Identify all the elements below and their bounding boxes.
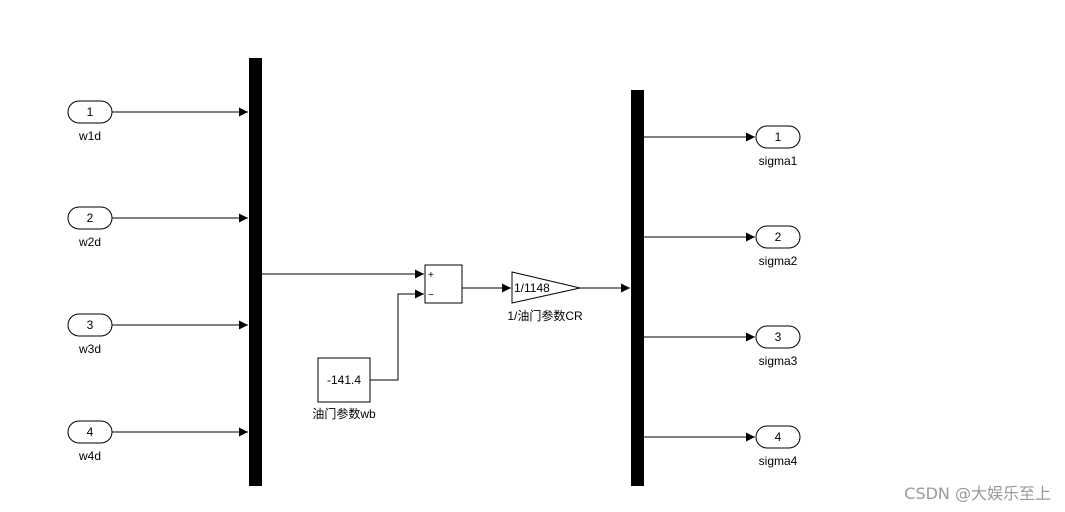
inport-4[interactable]: 4: [67, 420, 113, 444]
constant-label: 油门参数wb: [312, 406, 376, 421]
outport-4[interactable]: 4: [755, 425, 801, 449]
mux-block[interactable]: [249, 58, 262, 486]
constant-value: -141.4: [327, 373, 361, 387]
sum-plus-sign: +: [428, 270, 434, 281]
inport-1-label: w1d: [78, 129, 101, 143]
outport-1-number: 1: [775, 130, 782, 144]
demux-block[interactable]: [631, 90, 644, 486]
sum-minus-sign: −: [428, 290, 434, 301]
gain-block[interactable]: 1/1148: [511, 271, 581, 304]
outport-4-label: sigma4: [759, 454, 798, 468]
signal-line-const-to-sum[interactable]: [370, 289, 424, 381]
inport-4-number: 4: [87, 425, 94, 439]
outport-2-number: 2: [775, 230, 782, 244]
outport-4-number: 4: [775, 430, 782, 444]
watermark: CSDN @大娱乐至上: [904, 484, 1051, 503]
outport-1[interactable]: 1: [755, 125, 801, 149]
outport-1-label: sigma1: [759, 154, 798, 168]
outport-2[interactable]: 2: [755, 225, 801, 249]
outport-3[interactable]: 3: [755, 325, 801, 349]
sum-block[interactable]: + −: [424, 264, 463, 304]
inport-1-number: 1: [87, 105, 94, 119]
inport-2-number: 2: [87, 211, 94, 225]
inport-2[interactable]: 2: [67, 206, 113, 230]
inport-3-number: 3: [87, 318, 94, 332]
inport-4-label: w4d: [78, 449, 101, 463]
gain-value: 1/1148: [514, 281, 550, 295]
gain-label: 1/油门参数CR: [507, 308, 583, 323]
outport-3-label: sigma3: [759, 354, 798, 368]
outport-2-label: sigma2: [759, 254, 798, 268]
inport-2-label: w2d: [78, 235, 101, 249]
inport-3-label: w3d: [78, 342, 101, 356]
inport-3[interactable]: 3: [67, 313, 113, 337]
constant-block[interactable]: -141.4: [317, 357, 371, 403]
inport-1[interactable]: 1: [67, 100, 113, 124]
outport-3-number: 3: [775, 330, 782, 344]
